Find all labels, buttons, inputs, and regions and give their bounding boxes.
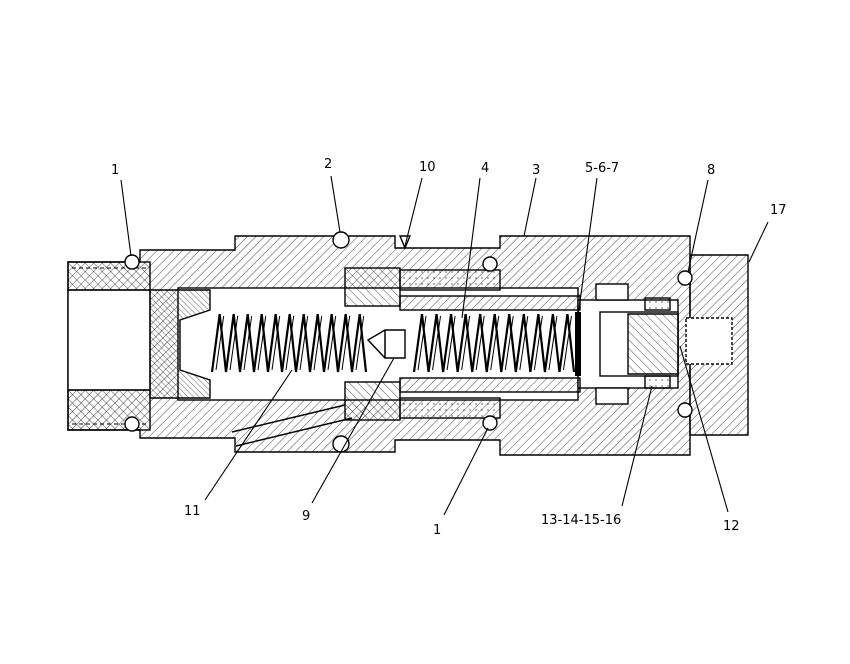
spring-coils-inner bbox=[417, 315, 572, 371]
o-ring-2 bbox=[332, 231, 350, 249]
callout-1-left: 1 bbox=[111, 163, 119, 178]
leader-12 bbox=[679, 345, 729, 513]
inlet-bore bbox=[67, 289, 151, 391]
leader-13-16 bbox=[621, 385, 653, 507]
callout-9: 9 bbox=[302, 509, 310, 524]
callout-13-14-15-16: 13-14-15-16 bbox=[541, 513, 621, 528]
end-cap bbox=[685, 254, 749, 436]
guide-sleeve bbox=[344, 267, 501, 421]
spring-coils-inner bbox=[215, 315, 365, 371]
o-ring-lower-mid bbox=[482, 415, 498, 431]
leader-10 bbox=[404, 177, 423, 247]
left-spring bbox=[210, 313, 368, 373]
leader-9 bbox=[311, 357, 395, 504]
o-ring-8-top bbox=[677, 270, 693, 286]
seat-insert bbox=[149, 289, 211, 399]
port-notch bbox=[398, 235, 412, 250]
o-ring-seals bbox=[124, 231, 693, 453]
leader-5-6-7 bbox=[577, 177, 598, 317]
o-ring-2-bottom bbox=[332, 435, 350, 453]
callout-3: 3 bbox=[532, 163, 540, 178]
callout-4: 4 bbox=[481, 161, 489, 176]
o-ring-8-bottom bbox=[677, 402, 693, 418]
o-ring-left-top bbox=[124, 254, 140, 270]
leader-1-bottom bbox=[443, 427, 489, 516]
callout-2: 2 bbox=[324, 157, 332, 172]
leader-17 bbox=[748, 221, 769, 263]
spring-coils bbox=[412, 313, 576, 373]
leader-3 bbox=[523, 177, 537, 237]
plug-piston bbox=[595, 283, 679, 405]
poppet bbox=[366, 329, 406, 359]
spool-sleeve bbox=[399, 295, 581, 393]
drilled-passage bbox=[231, 404, 353, 447]
leader-2 bbox=[330, 175, 341, 233]
shim-stack bbox=[575, 312, 581, 376]
right-spring bbox=[412, 313, 576, 373]
callout-10: 10 bbox=[419, 160, 436, 175]
o-ring-upper-mid bbox=[482, 256, 498, 272]
leader-4 bbox=[461, 177, 481, 319]
callout-8: 8 bbox=[707, 163, 715, 178]
callout-11: 11 bbox=[184, 504, 201, 519]
callout-17: 17 bbox=[770, 203, 787, 218]
spring-coils bbox=[210, 313, 368, 373]
callout-1-bottom: 1 bbox=[433, 523, 441, 538]
leader-1-left bbox=[120, 179, 132, 257]
leader-8 bbox=[687, 179, 709, 273]
o-ring-left-bottom bbox=[124, 416, 140, 432]
callout-5-6-7: 5-6-7 bbox=[585, 161, 619, 176]
leader-11 bbox=[204, 369, 293, 501]
callout-labels: 1 2 10 4 3 5-6-7 8 17 11 9 1 13-14-15-16… bbox=[111, 157, 787, 538]
callout-12: 12 bbox=[723, 519, 740, 534]
leader-lines bbox=[120, 175, 769, 516]
